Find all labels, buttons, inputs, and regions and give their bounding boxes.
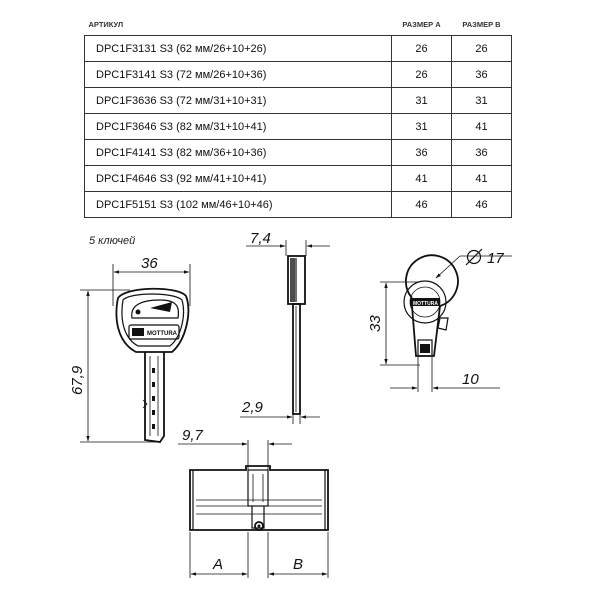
key-blade-side [292,303,301,415]
row-size-a: 31 [391,87,453,114]
row-article: DPC1F3646 S3 (82 мм/31+10+41) [83,113,393,140]
key-logo-plate [128,324,180,340]
row-size-b: 36 [451,61,512,88]
dim-diameter: 17 [487,250,504,267]
cylinder-screw-hole [254,521,264,531]
diameter-icon [465,248,483,266]
keys-count-note: 5 ключей [89,235,135,247]
key-blade [144,352,165,443]
cylinder-center-cam [247,469,269,507]
row-article: DPC1F3131 S3 (62 мм/26+10+26) [83,35,393,62]
header-size-b: РАЗМЕР В [462,20,501,29]
dim-size-a: A [212,556,223,573]
row-size-b: 41 [451,113,512,140]
key-logo: MOTTURA [147,331,178,337]
row-size-a: 26 [391,61,453,88]
cylinder-body [189,465,329,531]
table-row: DPC1F3646 S3 (82 мм/31+10+41) 31 41 [83,113,512,140]
row-size-b: 46 [451,191,512,218]
cylinder-top-view: 9,7 A B [178,427,329,578]
table-row: DPC1F5151 S3 (102 мм/46+10+46) 46 46 [83,191,512,218]
dim-key-width: 36 [141,255,158,272]
key-head [115,287,190,353]
row-article: DPC1F5151 S3 (102 мм/46+10+46) [83,191,393,218]
spec-table: АРТИКУЛ РАЗМЕР А РАЗМЕР В DPC1F3131 S3 (… [83,14,512,218]
dim-offset-9-7: 9,7 [182,427,204,444]
dim-key-thickness: 7,4 [250,230,271,247]
row-article: DPC1F3141 S3 (72 мм/26+10+36) [83,61,393,88]
row-size-a: 46 [391,191,453,218]
spec-table-header: АРТИКУЛ РАЗМЕР А РАЗМЕР В [85,14,512,36]
key-front-view: 5 ключей 36 67,9 MOTTURA [69,235,191,443]
row-article: DPC1F4141 S3 (82 мм/36+10+36) [83,139,393,166]
cylinder-profile-view: 17 33 MOTTURA 10 [367,248,512,392]
row-size-b: 41 [451,165,512,192]
row-size-b: 31 [451,87,512,114]
dim-blade-thickness: 2,9 [241,399,264,416]
dim-profile-height: 33 [367,315,384,332]
key-side-view: 7,4 2,9 [240,230,330,424]
cylinder-profile [405,254,459,357]
row-size-a: 36 [391,139,453,166]
table-row: DPC1F4141 S3 (82 мм/36+10+36) 36 36 [83,139,512,166]
header-article: АРТИКУЛ [88,20,124,29]
row-size-b: 36 [451,139,512,166]
header-size-a: РАЗМЕР А [402,20,441,29]
cylinder-cam [437,317,449,331]
dim-cam-offset: 10 [462,371,479,388]
dim-key-height: 67,9 [69,365,86,395]
cylinder-cam-slot [417,339,433,357]
table-row: DPC1F3141 S3 (72 мм/26+10+36) 26 36 [83,61,512,88]
row-size-a: 26 [391,35,453,62]
dim-size-b: B [293,556,303,573]
svg-text:MOTTURA: MOTTURA [413,301,438,307]
